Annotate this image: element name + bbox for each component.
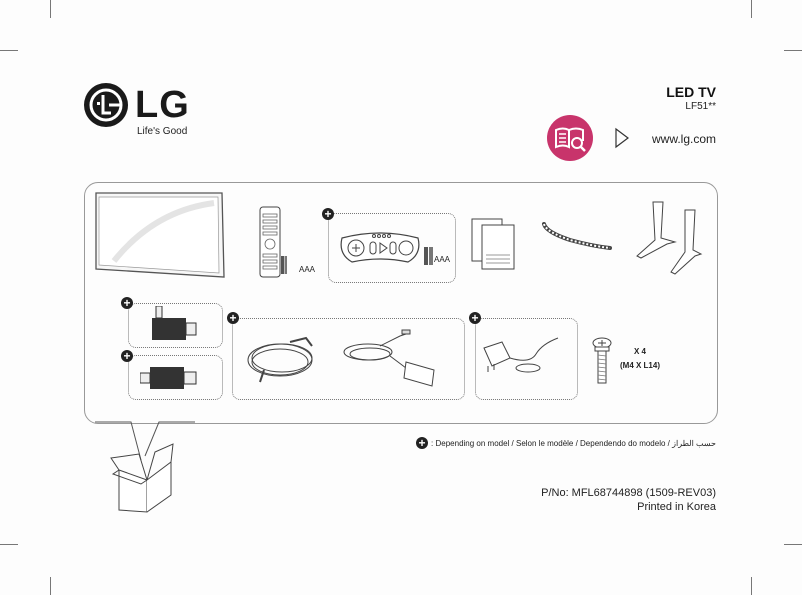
wall-adapter-box xyxy=(475,318,578,400)
magic-remote-box xyxy=(328,213,456,283)
crop-mark xyxy=(751,577,752,595)
crop-mark xyxy=(50,577,51,595)
website-link[interactable]: www.lg.com xyxy=(651,132,716,146)
screw-quantity: X 4 xyxy=(633,347,646,356)
crop-mark xyxy=(50,0,51,18)
product-title: LED TV xyxy=(666,84,716,100)
magic-remote-icon xyxy=(340,232,420,263)
cable-holder-icon xyxy=(542,222,612,250)
magic-remote-battery-label: AAA xyxy=(434,255,451,264)
plus-circle-icon: + xyxy=(469,312,481,324)
power-supply-box xyxy=(232,318,465,400)
play-outline-arrow-icon xyxy=(615,127,629,149)
screw-size: (M4 X L14) xyxy=(619,361,660,370)
plus-circle-icon: + xyxy=(121,350,133,362)
plus-circle-icon: + xyxy=(322,208,334,220)
rf-adapter-straight-box xyxy=(128,355,223,400)
plus-circle-icon: + xyxy=(227,312,239,324)
logo-text: LG xyxy=(135,84,190,126)
printed-in: Printed in Korea xyxy=(637,501,716,513)
manual-booklets-icon xyxy=(471,218,515,270)
lg-face-icon xyxy=(84,83,128,127)
crop-mark xyxy=(784,544,802,545)
screw-spec: X 4 (M4 X L14) xyxy=(612,345,668,373)
book-magnifier-icon xyxy=(547,115,593,161)
footer-info: P/No: MFL68744898 (1509-REV03) Printed i… xyxy=(541,486,716,514)
part-number: P/No: MFL68744898 (1509-REV03) xyxy=(541,487,716,499)
optional-legend: + : Depending on model / Selon le modèle… xyxy=(416,437,716,449)
tv-icon xyxy=(95,192,225,278)
battery-icon xyxy=(424,247,433,265)
plus-circle-icon: + xyxy=(121,297,133,309)
tagline: Life's Good xyxy=(137,126,188,137)
crop-mark xyxy=(0,50,18,51)
wall-adapter-icon xyxy=(483,337,559,373)
model-number: LF51** xyxy=(685,101,716,112)
lg-logo: LG Life's Good xyxy=(83,82,213,142)
legend-text: : Depending on model / Selon le modèle /… xyxy=(431,438,716,448)
remote-control-icon xyxy=(259,206,287,278)
rf-adapter-straight-icon xyxy=(140,367,197,389)
crop-mark xyxy=(784,50,802,51)
crop-mark xyxy=(751,0,752,18)
rf-adapter-angled-icon xyxy=(152,306,197,340)
open-box-icon xyxy=(95,421,195,513)
stand-legs-icon xyxy=(636,201,703,275)
ac-dc-adapter-icon xyxy=(343,329,435,387)
screw-icon xyxy=(592,337,612,384)
plus-circle-icon: + xyxy=(416,437,429,449)
crop-mark xyxy=(0,544,18,545)
rf-adapter-angled-box xyxy=(128,303,223,348)
remote-battery-label: AAA xyxy=(299,265,316,274)
power-cord-icon xyxy=(247,336,313,383)
